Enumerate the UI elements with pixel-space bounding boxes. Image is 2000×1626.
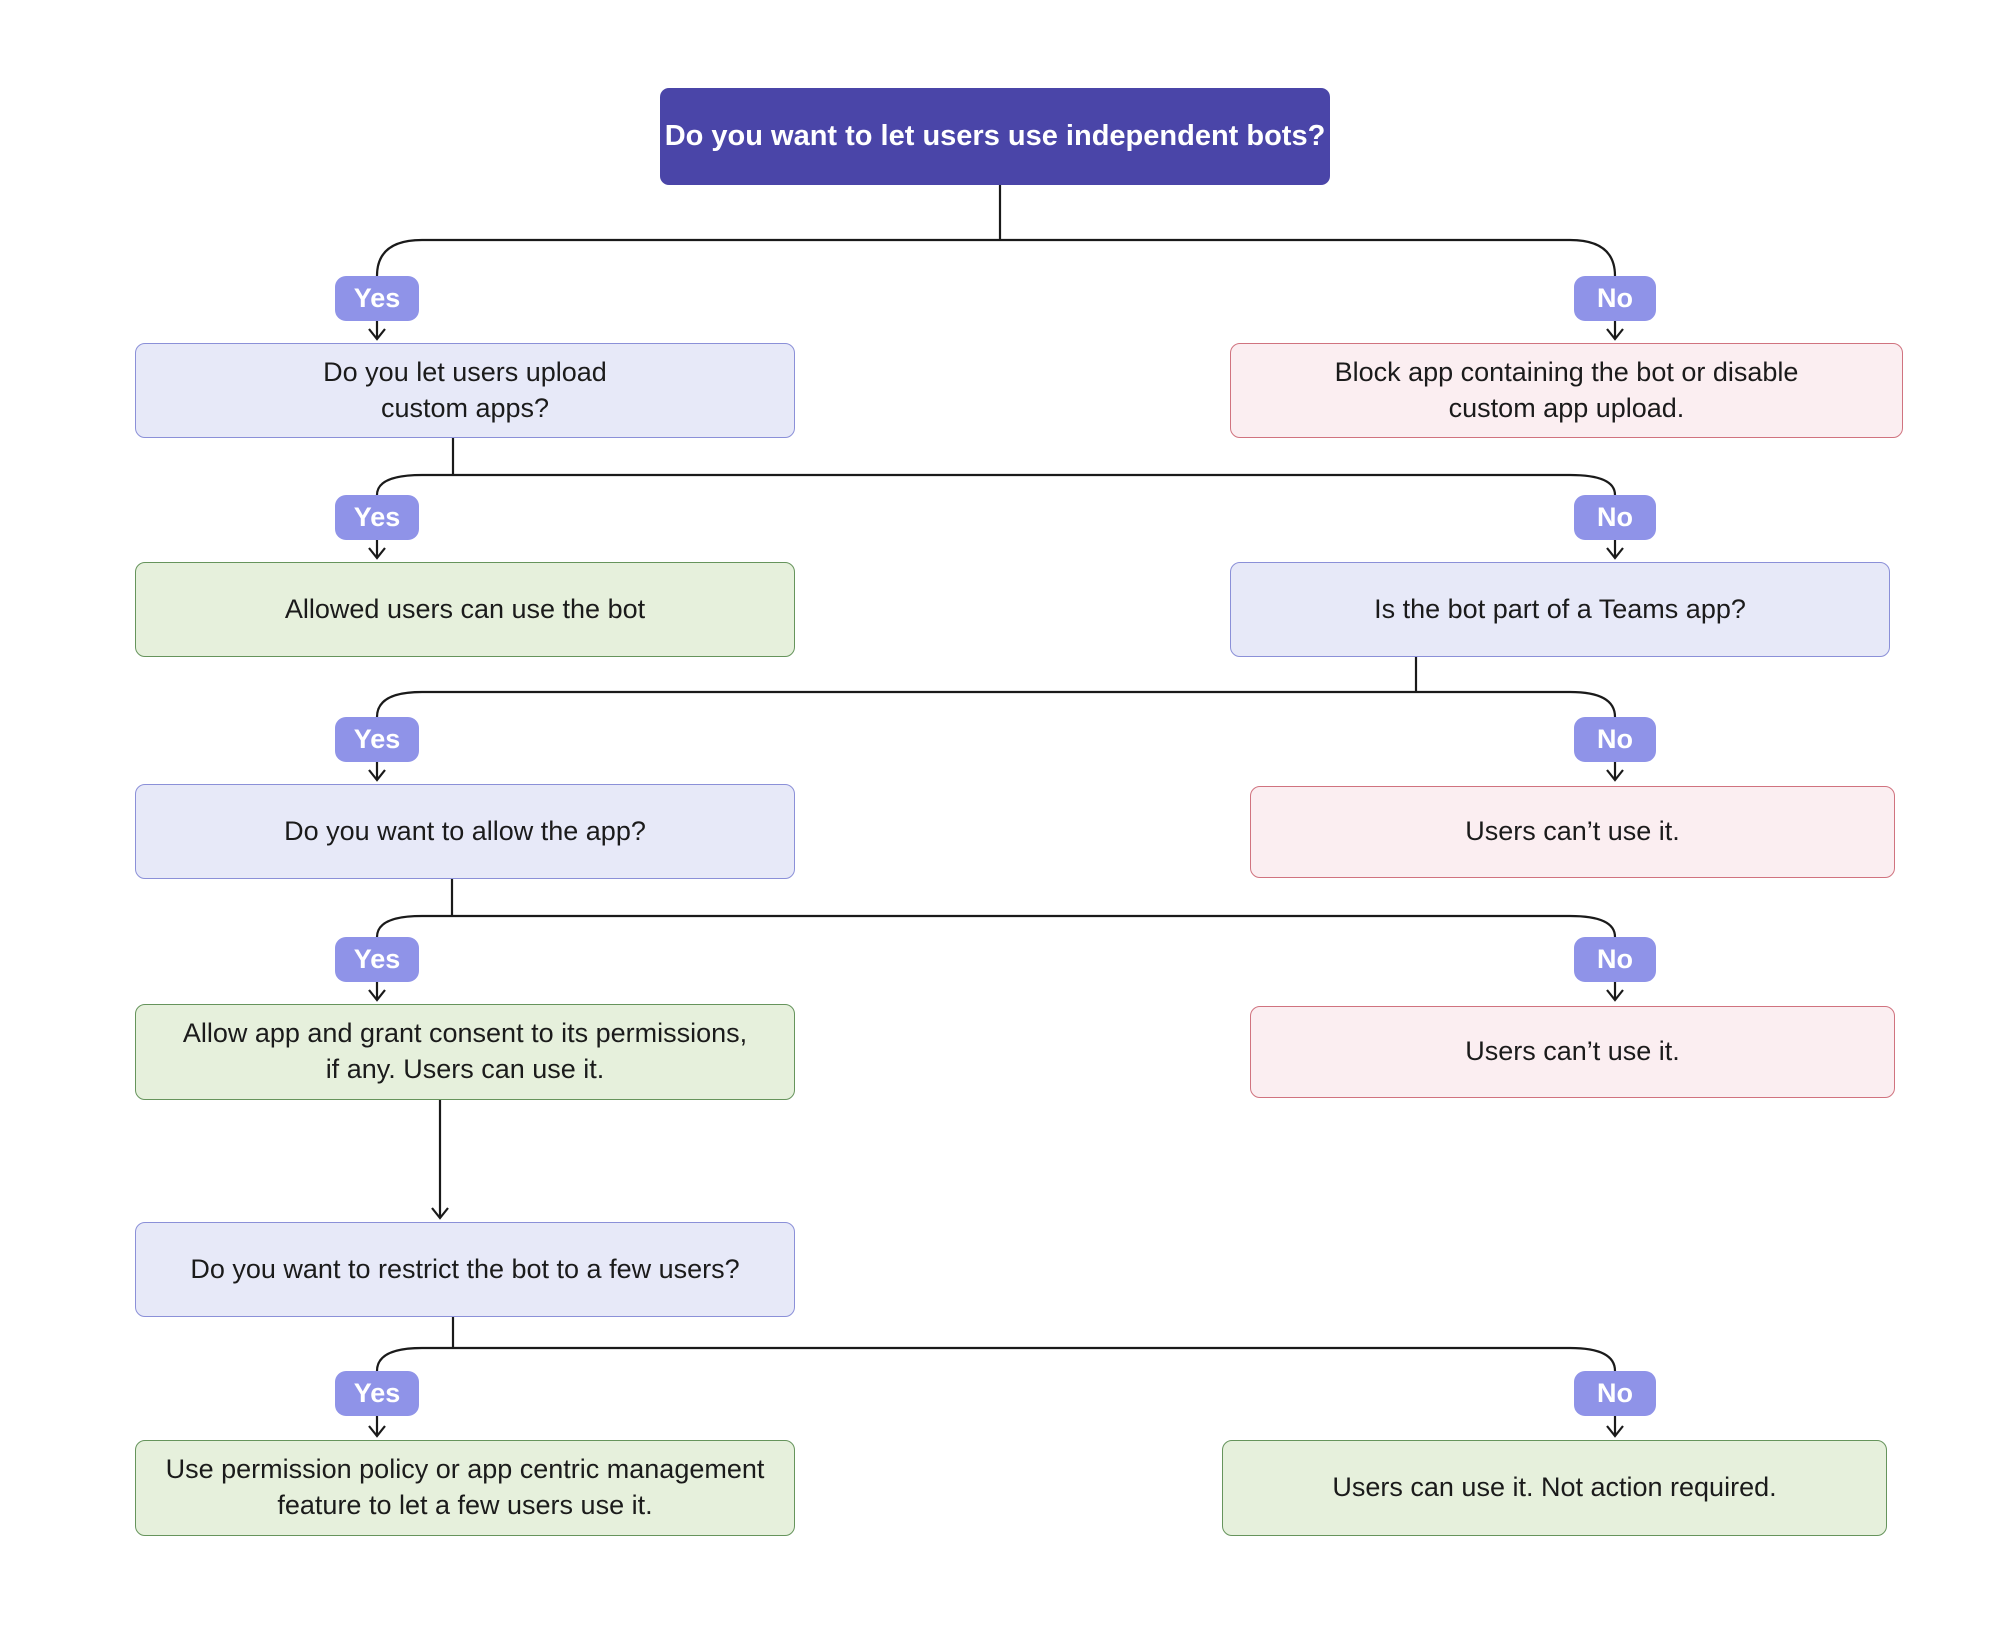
arrowheads — [368, 328, 1624, 1438]
no-pill-5: No — [1574, 1371, 1656, 1416]
outcome-allowed-users: Allowed users can use the bot — [135, 562, 795, 657]
no-pill-1: No — [1574, 276, 1656, 321]
outcome-users-can-use: Users can use it. Not action required. — [1222, 1440, 1887, 1536]
no-pill-4: No — [1574, 937, 1656, 982]
yes-pill-1: Yes — [335, 276, 419, 321]
decision-allow-app: Do you want to allow the app? — [135, 784, 795, 879]
branch-row-4 — [375, 879, 1617, 1000]
decision-restrict-bot: Do you want to restrict the bot to a few… — [135, 1222, 795, 1317]
no-pill-2: No — [1574, 495, 1656, 540]
branch-row-2 — [375, 438, 1617, 558]
outcome-users-cant-use-2: Users can’t use it. — [1250, 1006, 1895, 1098]
yes-pill-2: Yes — [335, 495, 419, 540]
yes-pill-3: Yes — [335, 717, 419, 762]
outcome-users-cant-use-1: Users can’t use it. — [1250, 786, 1895, 878]
no-pill-3: No — [1574, 717, 1656, 762]
branch-row-5 — [375, 1317, 1617, 1436]
decision-bot-part-of-teams-app: Is the bot part of a Teams app? — [1230, 562, 1890, 657]
outcome-permission-policy: Use permission policy or app centric man… — [135, 1440, 795, 1536]
yes-pill-4: Yes — [335, 937, 419, 982]
outcome-block-app: Block app containing the bot or disable … — [1230, 343, 1903, 438]
decision-upload-custom-apps: Do you let users upload custom apps? — [135, 343, 795, 438]
decision-root: Do you want to let users use independent… — [660, 88, 1330, 185]
outcome-allow-and-grant-consent: Allow app and grant consent to its permi… — [135, 1004, 795, 1100]
yes-pill-5: Yes — [335, 1371, 419, 1416]
branch-row-3 — [375, 657, 1617, 780]
branch-row-1 — [375, 185, 1617, 339]
